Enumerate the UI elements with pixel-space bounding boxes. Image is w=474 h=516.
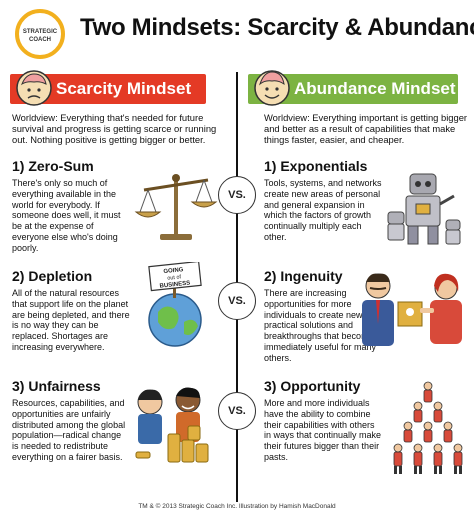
abundance-section-3-title: 3) Opportunity — [264, 378, 361, 394]
abundance-section-2-body: There are increasing opportunities for m… — [264, 288, 377, 363]
abundance-section-2-title: 2) Ingenuity — [264, 268, 343, 284]
scarcity-section-2-title: 2) Depletion — [12, 268, 93, 284]
sign-line1: GOING — [163, 267, 184, 275]
abundance-section-1-title: 1) Exponentials — [264, 158, 368, 174]
scarcity-section-3-body: Resources, capabilities, and opportuniti… — [12, 398, 126, 462]
unfair-distribution-illustration — [135, 387, 209, 463]
logo-text-line1: STRATEGIC — [23, 29, 58, 35]
globe-out-of-business-illustration: GOING out of BUSINESS — [148, 262, 202, 347]
scarcity-banner: Scarcity Mindset — [10, 70, 206, 106]
sign-line2: out of — [167, 274, 182, 281]
scarcity-section-2-body: All of the natural resources that suppor… — [12, 288, 130, 352]
scarcity-heading: Scarcity Mindset — [56, 79, 192, 98]
head-brain-icon — [254, 70, 290, 106]
abundance-heading: Abundance Mindset — [294, 79, 456, 98]
abundance-section-1-body: Tools, systems, and networks create new … — [264, 178, 382, 242]
logo-text-line2: COACH — [29, 37, 51, 43]
abundance-worldview: Worldview: Everything important is getti… — [264, 112, 468, 145]
ingenuity-illustration — [362, 273, 462, 346]
abundance-section-3-body: More and more individuals have the abili… — [264, 398, 382, 462]
page-title: Two Mindsets: Scarcity & Abundance — [80, 14, 474, 41]
scarcity-section-3-title: 3) Unfairness — [12, 378, 101, 394]
footer-credit: TM & © 2013 Strategic Coach Inc. Illustr… — [138, 503, 336, 510]
human-pyramid-illustration — [393, 381, 463, 474]
scarcity-section-1-title: 1) Zero-Sum — [12, 158, 94, 174]
head-brain-icon — [16, 70, 52, 106]
scarcity-section-1-body: There's only so much of everything avail… — [12, 178, 121, 253]
vs-badge: VS. — [218, 282, 256, 320]
scarcity-worldview: Worldview: Everything that's needed for … — [12, 112, 217, 145]
sign-line3: BUSINESS — [159, 280, 190, 289]
abundance-banner: Abundance Mindset — [248, 70, 458, 106]
strategic-coach-logo: STRATEGIC COACH — [15, 9, 65, 59]
balance-scale-illustration — [134, 174, 218, 240]
vs-badge: VS. — [218, 176, 256, 214]
robots-illustration — [387, 173, 461, 245]
vs-badge: VS. — [218, 392, 256, 430]
